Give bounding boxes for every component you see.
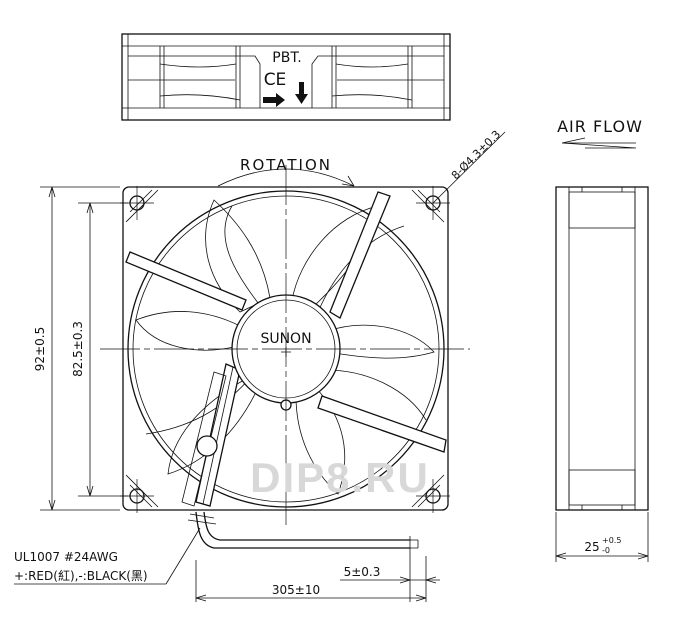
rotation-arc: [217, 168, 355, 187]
cable: 5±0.3 305±10 UL1007 #24AWG +:RED(紅),-:BL…: [14, 511, 440, 602]
thickness-base-label: 25: [584, 540, 599, 554]
side-flange-bottom: [568, 469, 636, 506]
hole-callout: 8-Ø4.3±0.3: [432, 128, 506, 204]
cable-spec-line1: UL1007 #24AWG: [14, 550, 118, 564]
material-label: PBT.: [272, 50, 301, 66]
cable-length-label: 305±10: [272, 583, 320, 597]
rotation-arrowhead-icon: [341, 175, 355, 187]
airflow-label: AIR FLOW: [557, 117, 643, 136]
top-view: PBT. CE: [121, 33, 451, 121]
spoke: [317, 395, 447, 453]
fan-blade: [205, 199, 271, 313]
left-dimensions: 92±0.5 82.5±0.3: [33, 186, 128, 511]
cable-grommet: [196, 435, 218, 457]
hole-leader-line: [432, 131, 506, 204]
thickness-plus-tolerance: +0.5: [602, 536, 621, 545]
spoke: [125, 251, 247, 311]
airflow-indicator: AIR FLOW: [557, 117, 643, 149]
strip-dimension-label: 5±0.3: [344, 565, 381, 579]
top-view-outline: [121, 33, 451, 121]
frame-spokes: [125, 191, 447, 507]
hole-pitch-label: 82.5±0.3: [71, 321, 85, 377]
fan-blade: [295, 387, 346, 495]
fan-blade: [135, 311, 241, 351]
watermark: DIP8.RU: [250, 454, 430, 501]
fan-blade: [167, 379, 257, 475]
rotation-indicator: ROTATION: [217, 156, 355, 187]
fan-blade: [323, 324, 435, 359]
fan-frame: [122, 186, 449, 511]
rotation-direction-arrow-icon: [263, 93, 285, 107]
front-view: SUNON: [100, 165, 470, 525]
spoke: [329, 191, 391, 319]
cable-wire-red: [195, 511, 410, 549]
cable-spec-line2: +:RED(紅),-:BLACK(黑): [14, 569, 148, 583]
cable-wire-black: [203, 511, 410, 541]
airflow-arrow-icon: [561, 137, 637, 149]
ce-mark: CE: [264, 70, 287, 90]
rotation-label: ROTATION: [240, 156, 332, 174]
airflow-direction-arrow-icon: [295, 82, 308, 104]
thickness-minus-tolerance: -0: [602, 546, 610, 555]
side-flange-top: [568, 191, 636, 229]
hole-spec-label: 8-Ø4.3±0.3: [449, 128, 503, 182]
side-view-outline: [555, 186, 649, 511]
side-view: 25 +0.5 -0: [555, 186, 649, 562]
cable-spec-leader: [165, 527, 201, 585]
outer-dimension-label: 92±0.5: [33, 327, 47, 371]
